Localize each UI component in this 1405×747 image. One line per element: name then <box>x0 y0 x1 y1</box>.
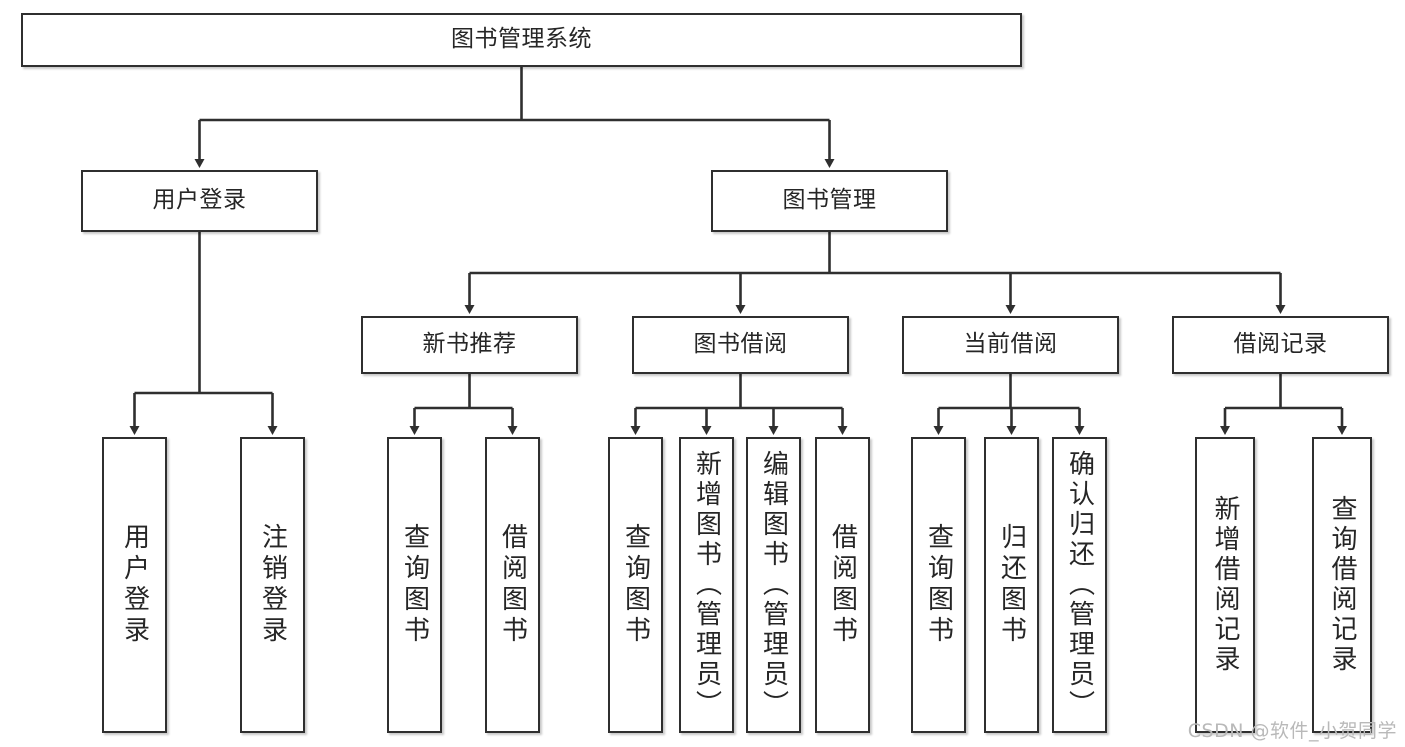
node-leaf-query-record[interactable]: 查询借阅记录 <box>1312 437 1372 733</box>
watermark-text: CSDN @软件_小贺同学 <box>1187 720 1397 742</box>
node-book-manage-label: 图书管理 <box>782 187 877 214</box>
node-leaf-borrow-book-1-label: 借阅图书 <box>497 523 528 647</box>
node-root-label: 图书管理系统 <box>451 26 592 53</box>
node-user-login[interactable]: 用户登录 <box>81 170 318 232</box>
node-borrow-record-label: 借阅记录 <box>1233 331 1328 358</box>
node-leaf-query-book-3[interactable]: 查询图书 <box>911 437 966 733</box>
node-leaf-add-book-label: 新增图书（管理员） <box>691 450 722 720</box>
node-leaf-return-book[interactable]: 归还图书 <box>984 437 1039 733</box>
node-leaf-add-record[interactable]: 新增借阅记录 <box>1195 437 1255 733</box>
node-leaf-return-book-label: 归还图书 <box>996 523 1027 647</box>
node-current-borrow[interactable]: 当前借阅 <box>902 316 1119 374</box>
node-leaf-query-book-1-label: 查询图书 <box>399 523 430 647</box>
node-user-login-label: 用户登录 <box>152 187 247 214</box>
node-leaf-borrow-book-2[interactable]: 借阅图书 <box>815 437 870 733</box>
node-book-borrow[interactable]: 图书借阅 <box>632 316 849 374</box>
node-leaf-query-record-label: 查询借阅记录 <box>1327 495 1357 675</box>
node-leaf-user-login[interactable]: 用户登录 <box>102 437 167 733</box>
node-leaf-confirm-return-label: 确认归还（管理员） <box>1064 450 1095 720</box>
node-leaf-edit-book-label: 编辑图书（管理员） <box>758 450 789 720</box>
node-new-book-rec-label: 新书推荐 <box>422 331 517 358</box>
node-book-manage[interactable]: 图书管理 <box>711 170 948 232</box>
node-book-borrow-label: 图书借阅 <box>693 331 788 358</box>
node-root[interactable]: 图书管理系统 <box>21 13 1022 67</box>
node-leaf-add-book[interactable]: 新增图书（管理员） <box>679 437 734 733</box>
node-leaf-query-book-1[interactable]: 查询图书 <box>387 437 442 733</box>
node-leaf-query-book-2[interactable]: 查询图书 <box>608 437 663 733</box>
node-leaf-add-record-label: 新增借阅记录 <box>1210 495 1240 675</box>
node-leaf-user-logout-label: 注销登录 <box>257 523 288 647</box>
node-leaf-query-book-3-label: 查询图书 <box>923 523 954 647</box>
node-leaf-confirm-return[interactable]: 确认归还（管理员） <box>1052 437 1107 733</box>
node-current-borrow-label: 当前借阅 <box>963 331 1058 358</box>
node-leaf-query-book-2-label: 查询图书 <box>620 523 651 647</box>
node-borrow-record[interactable]: 借阅记录 <box>1172 316 1389 374</box>
node-leaf-edit-book[interactable]: 编辑图书（管理员） <box>746 437 801 733</box>
node-leaf-user-logout[interactable]: 注销登录 <box>240 437 305 733</box>
node-leaf-borrow-book-2-label: 借阅图书 <box>827 523 858 647</box>
node-new-book-rec[interactable]: 新书推荐 <box>361 316 578 374</box>
node-leaf-user-login-label: 用户登录 <box>119 523 150 647</box>
node-leaf-borrow-book-1[interactable]: 借阅图书 <box>485 437 540 733</box>
